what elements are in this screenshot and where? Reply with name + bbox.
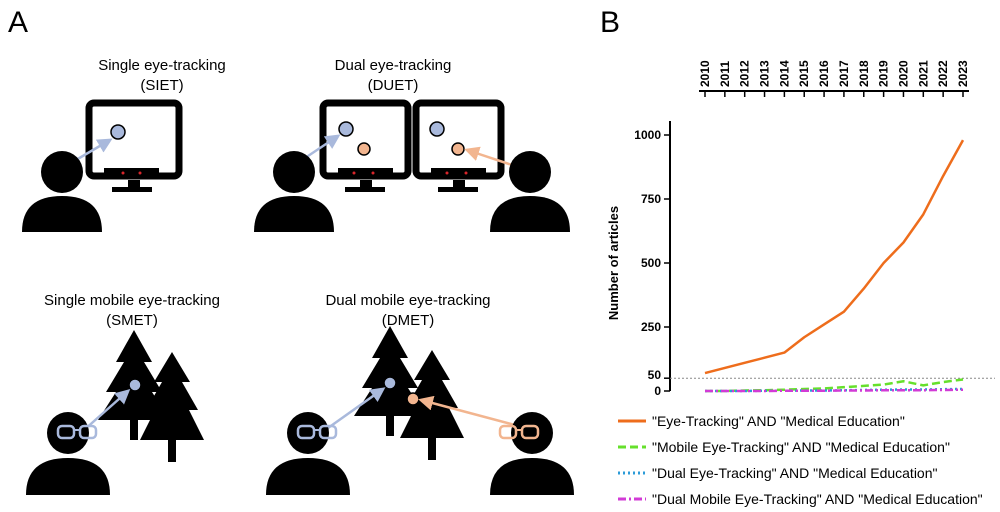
- panel-a-letter: A: [8, 6, 29, 39]
- legend-label: "Mobile Eye-Tracking" AND "Medical Educa…: [652, 439, 950, 455]
- x-tick-label: 2012: [738, 60, 752, 87]
- caption-duet: Dual eye-tracking (DUET): [334, 57, 452, 94]
- dmet-scene: [266, 326, 574, 495]
- y-tick-label: 750: [641, 192, 661, 206]
- x-tick-label: 2020: [896, 60, 910, 87]
- x-tick-label: 2015: [797, 60, 811, 87]
- legend-item: "Eye-Tracking" AND "Medical Education": [618, 408, 998, 434]
- articles-line-chart: 2010 2011 2012 2013 2014 2015 2016 2017 2018 2019…: [606, 60, 995, 398]
- y-tick-label: 250: [641, 320, 661, 334]
- person-icon: [26, 412, 110, 495]
- smet-scene: [26, 330, 204, 495]
- glasses-icon: [56, 424, 98, 440]
- eye-tracking-illustrations: [22, 99, 574, 495]
- chart-legend: "Eye-Tracking" AND "Medical Education" "…: [618, 408, 998, 512]
- legend-label: "Dual Eye-Tracking" AND "Medical Educati…: [652, 465, 938, 481]
- x-axis: 2010 2011 2012 2013 2014 2015 2016 2017 2018 2019…: [698, 60, 970, 97]
- x-tick-label: 2013: [758, 60, 772, 87]
- caption-dmet: Dual mobile eye-tracking (DMET): [325, 292, 491, 329]
- y-tick-label: 1000: [634, 128, 661, 142]
- y-axis-label: Number of articles: [606, 206, 621, 320]
- x-tick-label: 2023: [956, 60, 970, 87]
- person-icon: [254, 151, 334, 232]
- glasses-icon: [498, 424, 540, 440]
- person-icon: [490, 151, 570, 232]
- series-line-0: [704, 139, 965, 375]
- gaze-point-icon: [451, 142, 465, 156]
- legend-item: "Mobile Eye-Tracking" AND "Medical Educa…: [618, 434, 998, 460]
- legend-swatch: [618, 471, 646, 475]
- legend-label: "Eye-Tracking" AND "Medical Education": [652, 413, 905, 429]
- x-tick-label: 2019: [877, 60, 891, 87]
- x-tick-label: 2016: [817, 60, 831, 87]
- duet-scene: [254, 99, 570, 232]
- gaze-arrow: [327, 387, 386, 430]
- caption-siet: Single eye-tracking (SIET): [98, 57, 226, 94]
- monitor-icon: [85, 99, 183, 192]
- gaze-arrow: [464, 146, 513, 167]
- monitor-icon: [319, 99, 412, 192]
- y-tick-label: 0: [654, 384, 661, 398]
- x-tick-label: 2010: [698, 60, 712, 87]
- x-tick-label: 2018: [857, 60, 871, 87]
- x-tick-label: 2022: [936, 60, 950, 87]
- series-line-3: [705, 388, 964, 393]
- x-tick-label: 2011: [718, 61, 732, 87]
- person-icon: [490, 412, 574, 495]
- legend-swatch: [618, 419, 646, 423]
- gaze-point-icon: [357, 142, 371, 156]
- gaze-point-icon: [338, 121, 354, 137]
- y-tick-label: 500: [641, 256, 661, 270]
- gaze-arrow: [304, 134, 341, 160]
- legend-item: "Dual Eye-Tracking" AND "Medical Educati…: [618, 460, 998, 486]
- gaze-point-icon: [406, 392, 420, 406]
- y-axis: 0 50 250 500 750 1000: [634, 121, 671, 398]
- x-tick-label: 2017: [837, 60, 851, 87]
- series-lines: [704, 139, 965, 393]
- person-icon: [22, 151, 102, 232]
- gaze-arrow: [75, 138, 113, 162]
- monitor-icon: [412, 99, 505, 192]
- x-tick-label: 2021: [916, 60, 930, 87]
- caption-smet: Single mobile eye-tracking (SMET): [44, 292, 220, 329]
- gaze-point-icon: [128, 378, 142, 392]
- panel-b-letter: B: [600, 6, 621, 39]
- gaze-point-icon: [383, 376, 397, 390]
- legend-swatch: [618, 445, 646, 449]
- gaze-arrow: [83, 389, 131, 431]
- gaze-arrow: [418, 395, 516, 427]
- y-tick-label: 50: [648, 368, 662, 382]
- tree-icon: [400, 350, 464, 460]
- siet-scene: [22, 99, 183, 232]
- legend-label: "Dual Mobile Eye-Tracking" AND "Medical …: [652, 491, 983, 507]
- gaze-point-icon: [110, 124, 126, 140]
- x-tick-label: 2014: [777, 60, 791, 87]
- person-icon: [266, 412, 350, 495]
- gaze-point-icon: [429, 121, 445, 137]
- tree-icon: [140, 352, 204, 462]
- legend-item: "Dual Mobile Eye-Tracking" AND "Medical …: [618, 486, 998, 512]
- glasses-icon: [296, 424, 338, 440]
- legend-swatch: [618, 497, 646, 501]
